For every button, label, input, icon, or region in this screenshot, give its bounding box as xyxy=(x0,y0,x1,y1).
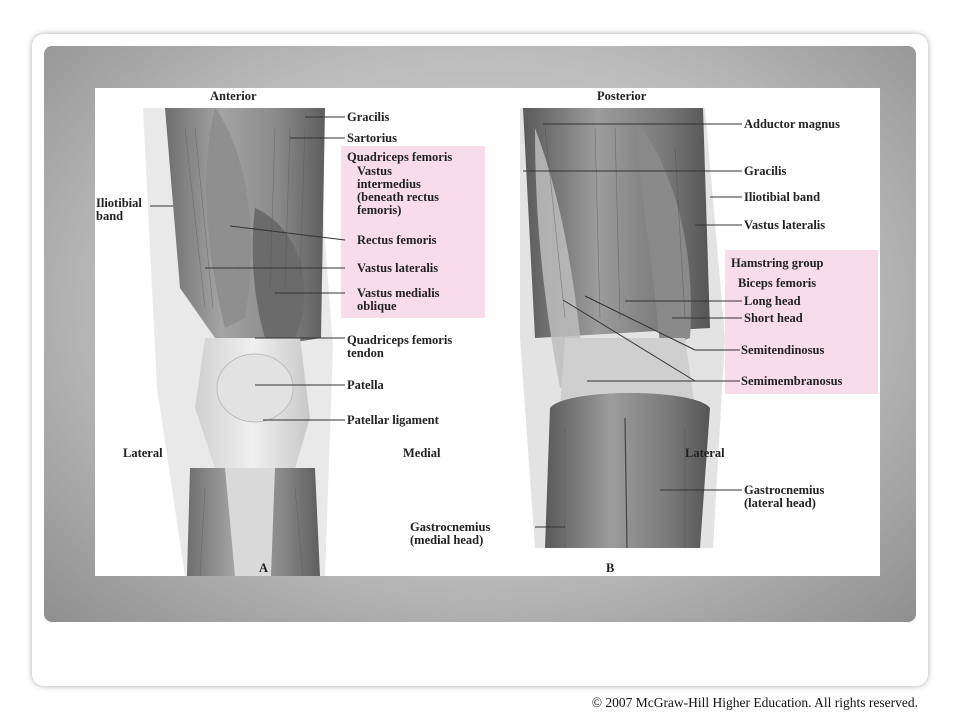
gastrocnemius-shape xyxy=(545,393,710,548)
label-rectus-femoris: Rectus femoris xyxy=(357,233,437,247)
label-gracilis-a: Gracilis xyxy=(347,110,390,124)
label-quadriceps-group: Quadriceps femoris xyxy=(347,150,453,164)
label-medial-a: Medial xyxy=(403,446,441,460)
patella-shape xyxy=(216,353,294,423)
anatomy-figure: Anterior Gracilis Sartorius Quadriceps f… xyxy=(95,88,880,576)
label-iliotibial-band-a: Iliotibial band xyxy=(96,196,142,223)
label-patella: Patella xyxy=(347,378,384,392)
label-iliotibial-band-b: Iliotibial band xyxy=(744,190,821,204)
label-lateral-b: Lateral xyxy=(685,446,725,460)
label-lateral-a: Lateral xyxy=(123,446,163,460)
vastus-medialis-shape xyxy=(252,208,305,338)
rectus-femoris-shape xyxy=(206,108,251,328)
gastroc-divide xyxy=(624,417,628,549)
label-semimembranosus: Semimembranosus xyxy=(741,374,843,388)
panel-b-letter: B xyxy=(606,561,615,575)
anterior-heading: Anterior xyxy=(210,89,257,103)
label-quadriceps-tendon: Quadriceps femoris tendon xyxy=(347,333,453,360)
label-semitendinosus: Semitendinosus xyxy=(741,343,825,357)
anterior-muscle-fibers xyxy=(184,127,306,576)
label-gastroc-lateral: Gastrocnemius (lateral head) xyxy=(744,483,825,510)
label-patellar-ligament: Patellar ligament xyxy=(347,413,439,427)
label-vastus-lateralis-b: Vastus lateralis xyxy=(744,218,826,232)
posterior-knee-drawing xyxy=(520,108,725,549)
panel-a-letter: A xyxy=(259,561,269,575)
label-gracilis-b: Gracilis xyxy=(744,164,787,178)
anterior-knee-drawing xyxy=(143,108,333,576)
quadriceps-highlight-box xyxy=(341,146,485,318)
label-biceps-femoris: Biceps femoris xyxy=(738,276,817,290)
leader-lines xyxy=(150,116,742,528)
label-hamstring-group: Hamstring group xyxy=(731,256,824,270)
copyright-notice: © 2007 McGraw-Hill Higher Education. All… xyxy=(591,695,918,710)
tibia-front xyxy=(225,468,275,576)
label-vastus-intermedius: Vastus intermedius (beneath rectus femor… xyxy=(357,164,440,217)
label-short-head: Short head xyxy=(744,311,803,325)
label-sartorius: Sartorius xyxy=(347,131,397,145)
knee-illustration xyxy=(143,108,742,576)
label-adductor-magnus: Adductor magnus xyxy=(744,117,840,131)
semimembranosus-shape xyxy=(535,128,585,388)
popliteal-fossa xyxy=(560,338,695,408)
hamstring-highlight-box xyxy=(725,250,878,394)
posterior-muscle-fibers xyxy=(544,127,686,548)
label-vastus-lateralis-a: Vastus lateralis xyxy=(357,261,439,275)
posterior-heading: Posterior xyxy=(597,89,647,103)
biceps-femoris-shape xyxy=(635,118,691,348)
label-vastus-medialis: Vastus medialis oblique xyxy=(357,286,440,313)
label-gastroc-medial: Gastrocnemius (medial head) xyxy=(410,520,491,547)
label-long-head: Long head xyxy=(744,294,801,308)
